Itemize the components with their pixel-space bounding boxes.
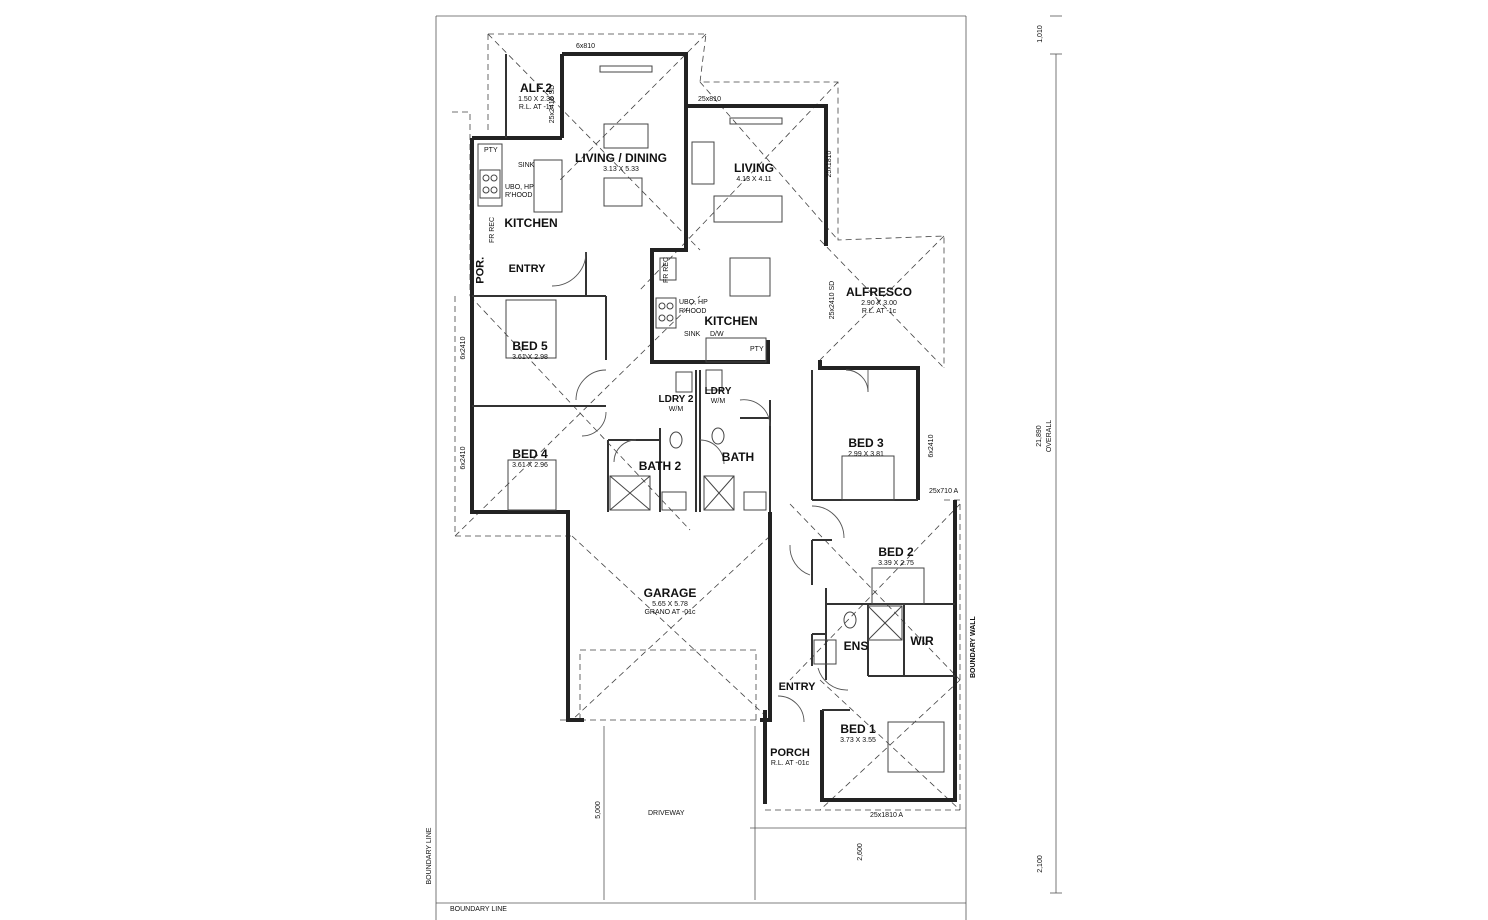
room-kitchen-2: KITCHEN xyxy=(698,314,764,329)
fixtures xyxy=(477,65,945,773)
room-dims: W/M xyxy=(668,405,684,413)
rangehood-label: R'HOOD xyxy=(679,308,707,315)
room-kitchen-1: KITCHEN xyxy=(498,216,564,231)
boundary-line-left-label: BOUNDARY LINE xyxy=(425,827,433,885)
room-dims: 2.90 X 3.00 xyxy=(861,299,897,307)
window-label: 25x710 A xyxy=(929,488,959,495)
window-label: 6x2410 xyxy=(459,446,467,470)
room-bed3: BED 3 2.99 X 3.81 xyxy=(838,436,894,459)
sink-label: SINK xyxy=(684,331,701,338)
room-name: BATH xyxy=(721,450,755,464)
room-dims: 3.13 X 5.33 xyxy=(603,165,639,173)
room-note: GRANO AT -01c xyxy=(644,608,696,616)
room-wir: WIR xyxy=(904,634,940,649)
oven-label: UBO, HP xyxy=(505,184,534,191)
room-living-dining: LIVING / DINING 3.13 X 5.33 xyxy=(566,151,676,174)
window-label: 25x1810 xyxy=(825,150,833,178)
room-ldry2: LDRY 2 W/M xyxy=(654,394,698,414)
window-label: 6x810 xyxy=(576,43,596,50)
room-porch: PORCH R.L. AT -01c xyxy=(764,747,816,768)
room-name: PORCH xyxy=(770,747,810,759)
room-name: LDRY 2 xyxy=(658,394,694,405)
room-entry-1: ENTRY xyxy=(504,263,550,276)
driveway-label: DRIVEWAY xyxy=(648,810,685,817)
room-dims: 3.61 X 2.96 xyxy=(512,461,548,469)
room-alf2: ALF.2 1.50 X 2.30 R.L. AT -1c xyxy=(508,81,564,112)
room-name: BED 2 xyxy=(878,545,914,559)
room-dims: 4.13 X 4.11 xyxy=(736,175,772,183)
room-dims: W/M xyxy=(710,397,726,405)
room-entry-2: ENTRY xyxy=(774,681,820,694)
oven-label: UBO, HP xyxy=(679,299,708,306)
fridge-recess-label: FR REC xyxy=(662,256,670,284)
room-alfresco: ALFRESCO 2.90 X 3.00 R.L. AT -1c xyxy=(836,285,922,316)
room-name: BED 5 xyxy=(512,339,548,353)
internal-walls xyxy=(472,54,955,711)
room-name: BATH 2 xyxy=(638,459,682,473)
rangehood-label: R'HOOD xyxy=(505,192,533,199)
room-ens: ENS xyxy=(838,639,874,654)
window-label: 25x2410 SD xyxy=(828,280,836,320)
boundary-wall-label: BOUNDARY WALL xyxy=(969,616,977,679)
room-dims: R.L. AT -01c xyxy=(770,759,810,767)
room-dims: 1.50 X 2.30 xyxy=(518,95,554,103)
boundary-line-bottom-label: BOUNDARY LINE xyxy=(450,906,507,913)
room-bed5: BED 5 3.61 X 2.98 xyxy=(502,339,558,362)
room-name: BED 1 xyxy=(840,722,876,736)
room-name: BED 4 xyxy=(512,447,548,461)
room-name: KITCHEN xyxy=(704,314,758,328)
room-dims: 5.65 X 5.78 xyxy=(652,600,688,608)
pantry-label: PTY xyxy=(484,147,498,154)
room-garage: GARAGE 5.65 X 5.78 GRANO AT -01c xyxy=(630,586,710,617)
sink-label: SINK xyxy=(518,162,535,169)
dishwasher-label: D/W xyxy=(710,331,724,338)
room-note: R.L. AT -1c xyxy=(861,307,897,315)
room-name: LIVING xyxy=(733,161,774,175)
roof-outline xyxy=(452,33,961,811)
room-name: WIR xyxy=(910,634,934,648)
room-bath2: BATH 2 xyxy=(632,459,688,474)
room-dims: 3.73 X 3.55 xyxy=(840,736,876,744)
window-label: 25x1810 A xyxy=(870,812,904,819)
room-bath: BATH xyxy=(716,450,760,465)
room-bed4: BED 4 3.61 X 2.96 xyxy=(502,447,558,470)
dimension-top: 1,010 xyxy=(1036,25,1044,43)
room-name: KITCHEN xyxy=(504,216,558,230)
room-name: LIVING / DINING xyxy=(574,151,667,165)
room-living: LIVING 4.13 X 4.11 xyxy=(724,161,784,184)
room-dims: 3.61 X 2.98 xyxy=(512,353,548,361)
room-bed1: BED 1 3.73 X 3.55 xyxy=(830,722,886,745)
room-por: POR. xyxy=(475,255,488,285)
room-bed2: BED 2 3.39 X 2.75 xyxy=(868,545,924,568)
room-dims: 3.39 X 2.75 xyxy=(878,559,914,567)
room-name: ENTRY xyxy=(508,263,546,275)
dimension-bottom: 2,100 xyxy=(1036,855,1044,873)
dimension-lines xyxy=(1050,15,1062,894)
room-ldry: LDRY W/M xyxy=(702,386,734,406)
room-name: ALFRESCO xyxy=(846,285,912,299)
room-name: ENS xyxy=(843,639,869,653)
room-name: ALF.2 xyxy=(519,81,552,95)
room-name: GARAGE xyxy=(643,586,697,600)
room-name: BED 3 xyxy=(848,436,884,450)
room-note: R.L. AT -1c xyxy=(518,103,554,111)
door-swings xyxy=(551,251,869,723)
room-name: LDRY xyxy=(704,386,732,397)
fridge-recess-label: FR REC xyxy=(488,216,496,244)
dimension-overall-label: OVERALL xyxy=(1045,419,1053,453)
window-label: 25x810 xyxy=(698,96,721,103)
window-label: 25x2410 SD xyxy=(548,84,556,124)
dimension-setback: 5,000 xyxy=(594,801,602,819)
room-name: ENTRY xyxy=(778,681,816,693)
external-walls xyxy=(470,52,957,804)
pantry-label: PTY xyxy=(750,346,764,353)
room-dims: 2.99 X 3.81 xyxy=(848,450,884,458)
window-label: 6x2410 xyxy=(927,434,935,458)
window-label: 6x2410 xyxy=(459,336,467,360)
dimension-overall-value: 21,890 xyxy=(1035,425,1043,447)
dimension-side-setback: 2,600 xyxy=(856,843,864,861)
room-name: POR. xyxy=(474,256,487,284)
